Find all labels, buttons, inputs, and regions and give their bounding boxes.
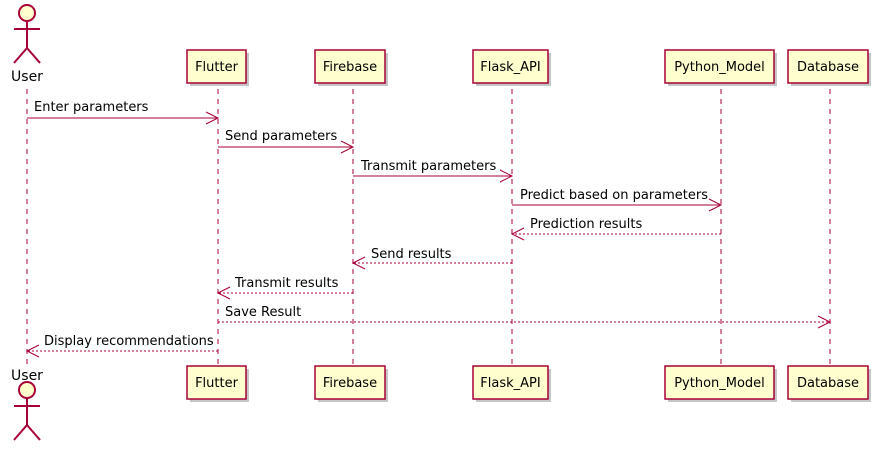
participant-label: Firebase (323, 376, 377, 391)
participant-flask-api-bottom: Flask_API (472, 365, 551, 402)
participant-label: Python_Model (674, 376, 765, 391)
message-enter-parameters: Enter parameters (27, 100, 220, 125)
participant-firebase-bottom: Firebase (314, 365, 388, 402)
message-predict: Predict based on parameters (512, 188, 723, 212)
participant-python-model-bottom: Python_Model (664, 365, 777, 402)
message-transmit-parameters: Transmit parameters (353, 159, 514, 183)
participant-database-bottom: Database (787, 365, 871, 402)
message-send-results: Send results (351, 247, 512, 270)
actor-head-icon (18, 381, 36, 399)
message-label: Send parameters (225, 129, 338, 144)
participant-flutter-bottom: Flutter (186, 365, 249, 402)
message-label: Enter parameters (34, 100, 149, 115)
message-transmit-results: Transmit results (216, 276, 353, 300)
participant-python-model-top: Python_Model (664, 49, 777, 86)
message-label: Transmit results (234, 276, 339, 291)
participant-label: Flask_API (480, 60, 540, 75)
message-save-result: Save Result (218, 305, 832, 329)
participant-label: Flask_API (480, 376, 540, 391)
participant-label: Database (797, 60, 859, 75)
participant-label: Firebase (323, 60, 377, 75)
participant-flask-api-top: Flask_API (472, 49, 551, 86)
message-label: Save Result (225, 305, 301, 320)
participant-firebase-top: Firebase (314, 49, 388, 86)
actor-user-bottom: User (11, 368, 43, 441)
message-label: Transmit parameters (360, 159, 496, 174)
message-label: Predict based on parameters (520, 188, 708, 203)
actor-head-icon (18, 4, 36, 22)
participant-label: Python_Model (674, 60, 765, 75)
participant-database-top: Database (787, 49, 871, 86)
actor-user-top: User (11, 4, 43, 85)
message-prediction-results: Prediction results (510, 217, 721, 241)
actor-user-label: User (11, 368, 43, 384)
message-display-recommendations: Display recommendations (25, 334, 218, 358)
message-label: Send results (371, 247, 452, 262)
message-label: Display recommendations (44, 334, 214, 349)
participant-label: Database (797, 376, 859, 391)
participant-label: Flutter (195, 60, 239, 75)
participant-label: Flutter (195, 376, 239, 391)
participant-flutter-top: Flutter (186, 49, 249, 86)
message-send-parameters: Send parameters (218, 129, 355, 154)
message-label: Prediction results (530, 217, 642, 232)
actor-user-label: User (11, 69, 43, 85)
